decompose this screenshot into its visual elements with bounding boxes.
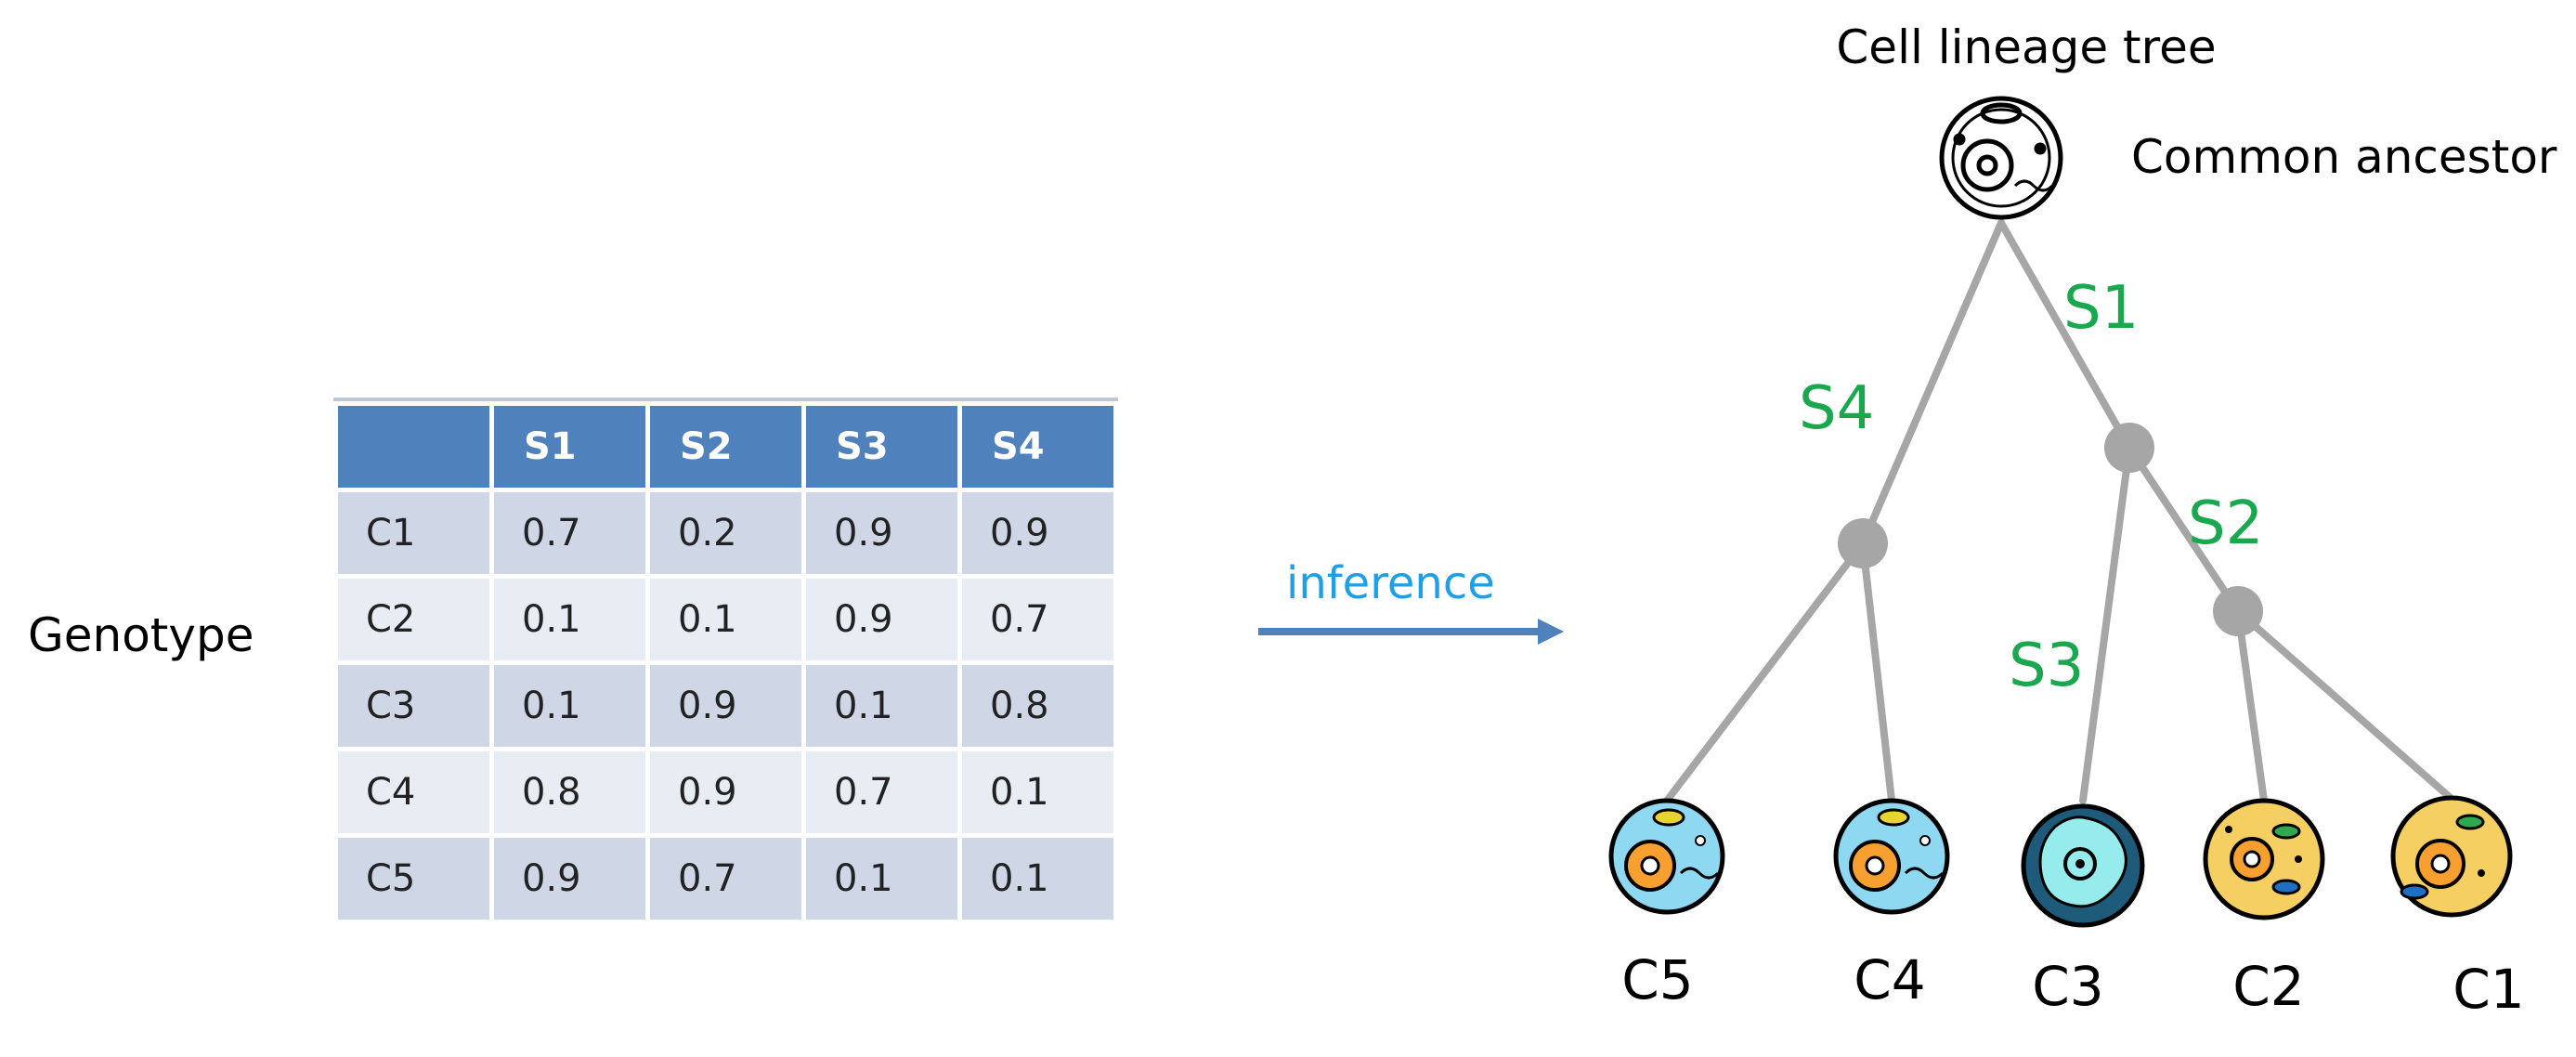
leaf-label-c3: C3 — [2032, 955, 2103, 1018]
table-header-cell: S2 — [650, 406, 801, 488]
leaf-label-c1: C1 — [2452, 958, 2524, 1021]
table-cell: 0.9 — [650, 751, 801, 833]
table-cell: 0.1 — [494, 665, 645, 747]
leaf-cell-c3-icon — [2021, 803, 2145, 928]
table-cell: 0.9 — [806, 579, 957, 660]
leaf-label-c4: C4 — [1854, 948, 1925, 1011]
table-cell: C2 — [338, 579, 489, 660]
table-row: C5 0.9 0.7 0.1 0.1 — [338, 838, 1113, 920]
table-cell: 0.1 — [806, 838, 957, 920]
genotype-label: Genotype — [28, 608, 254, 662]
table-cell: 0.9 — [650, 665, 801, 747]
table-cell: 0.9 — [494, 838, 645, 920]
table-header-cell: S3 — [806, 406, 957, 488]
tree-edge — [2079, 444, 2133, 804]
table-cell: 0.7 — [494, 492, 645, 574]
table-header-cell: S1 — [494, 406, 645, 488]
table-row: C1 0.7 0.2 0.9 0.9 — [338, 492, 1113, 574]
tree-edge — [2126, 444, 2242, 615]
table-cell: C3 — [338, 665, 489, 747]
tree-edge — [1859, 219, 2005, 547]
table-row: C2 0.1 0.1 0.9 0.7 — [338, 579, 1113, 660]
table-cell: 0.7 — [806, 751, 957, 833]
table-cell: 0.1 — [962, 838, 1113, 920]
genotype-table: S1 S2 S3 S4 C1 0.7 0.2 0.9 0.9 C2 0.1 0.… — [333, 398, 1118, 924]
table-cell: 0.7 — [962, 579, 1113, 660]
edge-label-s2: S2 — [2188, 489, 2263, 558]
table-header-cell — [338, 406, 489, 488]
tree-edge — [1663, 540, 1867, 804]
tree-edge — [1859, 540, 1895, 804]
table-row: C4 0.8 0.9 0.7 0.1 — [338, 751, 1113, 833]
internal-node — [2104, 423, 2154, 473]
root-label: Common ancestor — [2131, 130, 2557, 184]
table-cell: C5 — [338, 838, 489, 920]
internal-node — [1838, 518, 1888, 568]
table-header-row: S1 S2 S3 S4 — [338, 406, 1113, 488]
table-cell: 0.9 — [962, 492, 1113, 574]
tree-edges — [1663, 219, 2455, 804]
internal-node — [2213, 586, 2263, 636]
table-cell: 0.1 — [650, 579, 801, 660]
leaf-cell-c5-icon — [1608, 798, 1725, 915]
table-cell: C1 — [338, 492, 489, 574]
tree-edge — [2234, 607, 2455, 803]
table-cell: 0.8 — [494, 751, 645, 833]
leaf-cell-c1-icon — [2390, 795, 2513, 918]
table-cell: C4 — [338, 751, 489, 833]
leaf-label-c5: C5 — [1621, 948, 1693, 1011]
table-cell: 0.8 — [962, 665, 1113, 747]
table-cell: 0.9 — [806, 492, 957, 574]
edge-label-s3: S3 — [2009, 632, 2084, 700]
ancestor-cell-icon — [1939, 96, 2063, 220]
tree-edge — [1997, 219, 2133, 451]
table-cell: 0.1 — [962, 751, 1113, 833]
table-cell: 0.7 — [650, 838, 801, 920]
table-header-cell: S4 — [962, 406, 1113, 488]
edge-label-s4: S4 — [1799, 374, 1874, 443]
edge-label-s1: S1 — [2063, 274, 2139, 343]
tree-edge — [2234, 607, 2268, 804]
inference-arrow — [1258, 619, 1564, 645]
leaf-label-c2: C2 — [2232, 955, 2304, 1018]
leaf-cell-c4-icon — [1833, 798, 1950, 915]
table-row: C3 0.1 0.9 0.1 0.8 — [338, 665, 1113, 747]
table-cell: 0.1 — [494, 579, 645, 660]
inference-label: inference — [1286, 557, 1495, 609]
tree-title: Cell lineage tree — [1836, 20, 2216, 74]
table-cell: 0.2 — [650, 492, 801, 574]
table-cell: 0.1 — [806, 665, 957, 747]
leaf-cell-c2-icon — [2203, 798, 2325, 920]
